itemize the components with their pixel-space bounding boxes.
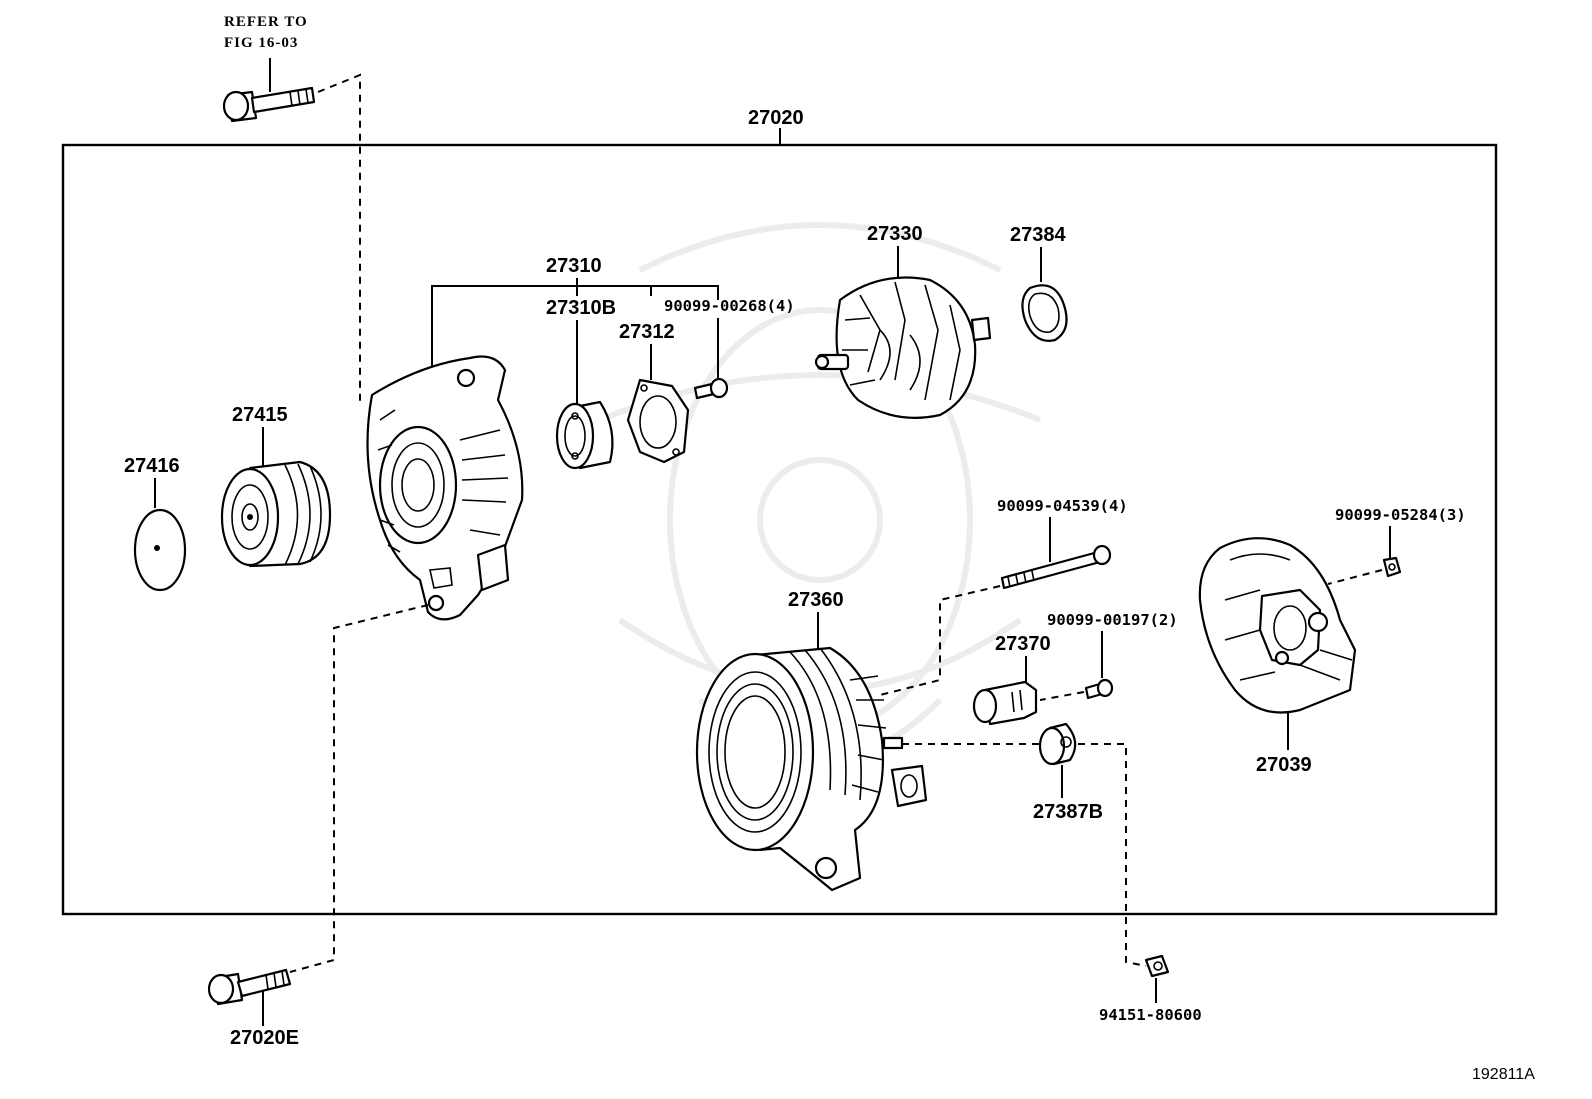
label-27039: 27039	[1256, 754, 1312, 776]
figure-code: 192811A	[1472, 1066, 1535, 1083]
label-27415: 27415	[232, 404, 288, 426]
reference-note-line2: FIG 16-03	[224, 35, 298, 51]
lower-bolt-27020E-icon	[207, 968, 292, 1006]
top-bolt-dashline	[317, 73, 361, 405]
lower-bolt-dashline	[289, 604, 429, 973]
label-90099-00197: 90099-00197(2)	[1047, 611, 1178, 629]
label-27330: 27330	[867, 223, 923, 245]
cap-27416-icon	[133, 508, 187, 592]
retainer-plate-27312-icon	[626, 378, 690, 464]
label-27020: 27020	[748, 107, 804, 129]
screw-90099-00268-icon	[693, 377, 729, 400]
screw-00197-dashline	[1039, 691, 1085, 701]
drive-end-frame-icon	[366, 355, 524, 621]
label-27310B: 27310B	[546, 297, 616, 319]
leader-27310	[431, 278, 719, 370]
label-27310: 27310	[546, 255, 602, 277]
pulley-27415-icon	[220, 460, 332, 568]
nut-90099-05284-icon	[1382, 556, 1402, 578]
label-27370: 27370	[995, 633, 1051, 655]
label-27387B: 27387B	[1033, 801, 1103, 823]
screw-90099-00197-icon	[1084, 678, 1114, 700]
reference-note-line1: REFER TO	[224, 14, 308, 30]
insulator-dashline	[1078, 743, 1147, 967]
nut-94151-80600-icon	[1144, 954, 1170, 978]
label-90099-05284: 90099-05284(3)	[1335, 506, 1466, 524]
label-94151-80600: 94151-80600	[1099, 1006, 1202, 1024]
label-27360: 27360	[788, 589, 844, 611]
through-bolt-dashline	[879, 585, 1001, 696]
label-27312: 27312	[619, 321, 675, 343]
stator-27360-icon	[695, 646, 928, 892]
insulator-27387B-icon	[1038, 722, 1077, 766]
label-90099-04539: 90099-04539(4)	[997, 497, 1128, 515]
rotor-27330-icon	[814, 276, 992, 419]
label-27384: 27384	[1010, 224, 1066, 246]
label-27020E: 27020E	[230, 1027, 299, 1049]
label-90099-00268: 90099-00268(4)	[664, 297, 795, 315]
bearing-27310B-icon	[555, 400, 614, 470]
rear-cover-27039-icon	[1198, 537, 1357, 714]
through-bolt-90099-04539-icon	[1000, 544, 1112, 590]
label-27416: 27416	[124, 455, 180, 477]
ring-27384-icon	[1021, 284, 1068, 342]
brush-holder-27370-icon	[972, 680, 1038, 726]
nut-dashline	[1327, 569, 1383, 585]
top-bolt-icon	[222, 86, 316, 123]
